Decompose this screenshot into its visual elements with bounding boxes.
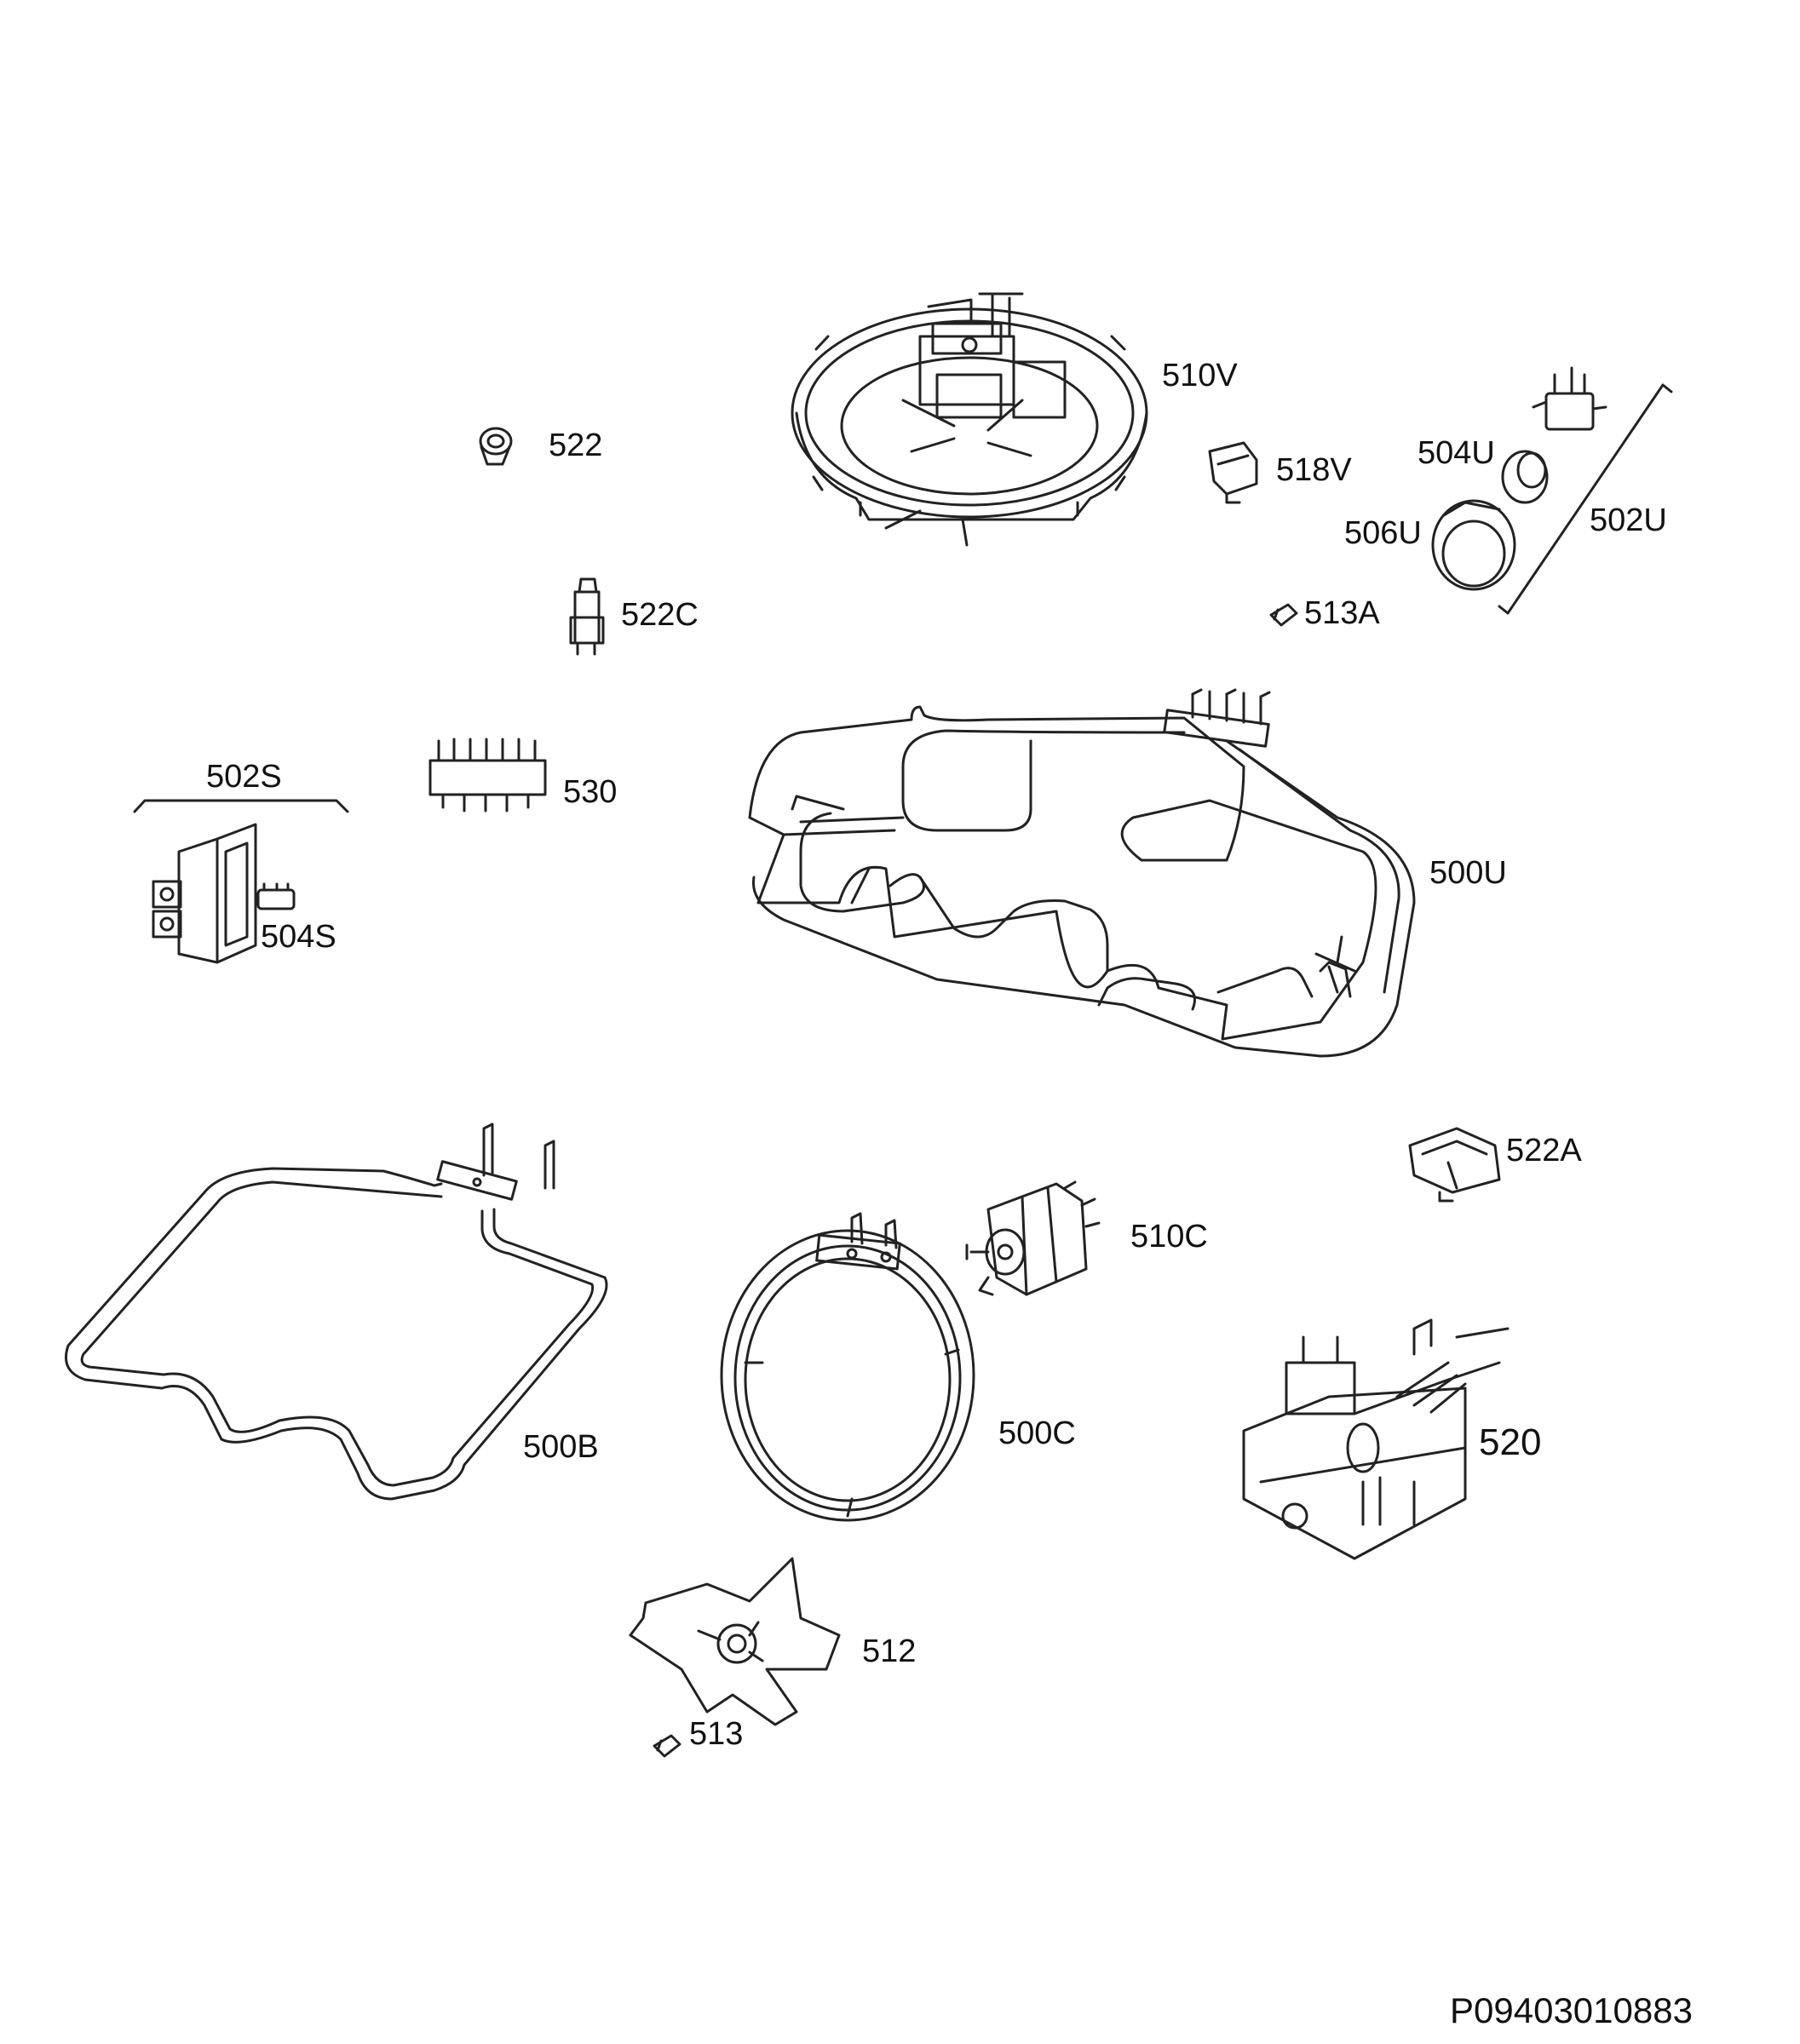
part-label-500U: 500U xyxy=(1429,855,1507,891)
part-label-513: 513 xyxy=(689,1716,744,1752)
part-label-512: 512 xyxy=(862,1633,917,1669)
part-label-502U: 502U xyxy=(1590,502,1667,538)
nut-513A xyxy=(1269,603,1298,627)
part-label-530: 530 xyxy=(563,774,618,810)
part-label-500B: 500B xyxy=(523,1429,599,1465)
part-label-522: 522 xyxy=(549,428,603,463)
heating-element-500C xyxy=(720,1212,975,1522)
part-label-513A: 513A xyxy=(1304,595,1380,631)
part-label-506U: 506U xyxy=(1344,515,1422,551)
part-label-520: 520 xyxy=(1479,1421,1542,1463)
door-switch-520 xyxy=(1242,1318,1510,1560)
terminal-block-530 xyxy=(428,738,547,812)
bracket-522A xyxy=(1408,1127,1501,1203)
fan-blade-512 xyxy=(629,1557,841,1726)
bracket-518V xyxy=(1208,441,1258,504)
part-label-510C: 510C xyxy=(1130,1219,1208,1255)
motor-510C xyxy=(965,1180,1101,1296)
bulb-504S xyxy=(256,882,296,910)
part-label-522A: 522A xyxy=(1506,1133,1582,1168)
part-label-504U: 504U xyxy=(1418,435,1495,471)
lamp-housing-502S xyxy=(152,823,257,964)
heating-element-500U xyxy=(748,688,1416,1058)
part-label-502S: 502S xyxy=(206,759,282,795)
clip-522 xyxy=(479,427,513,466)
lamp-assembly-502U xyxy=(1431,366,1673,615)
part-label-500C: 500C xyxy=(998,1415,1076,1451)
heating-element-500B xyxy=(65,1122,608,1501)
part-label-510V: 510V xyxy=(1162,358,1238,393)
part-label-504S: 504S xyxy=(261,919,336,955)
document-number: P09403010883 xyxy=(1450,1990,1693,2030)
part-label-522C: 522C xyxy=(621,597,699,633)
lamp-assembly-502S xyxy=(133,799,349,813)
nut-513 xyxy=(653,1734,681,1758)
switch-522C xyxy=(569,577,605,656)
fan-housing-510V xyxy=(791,292,1148,547)
part-label-518V: 518V xyxy=(1276,452,1352,488)
